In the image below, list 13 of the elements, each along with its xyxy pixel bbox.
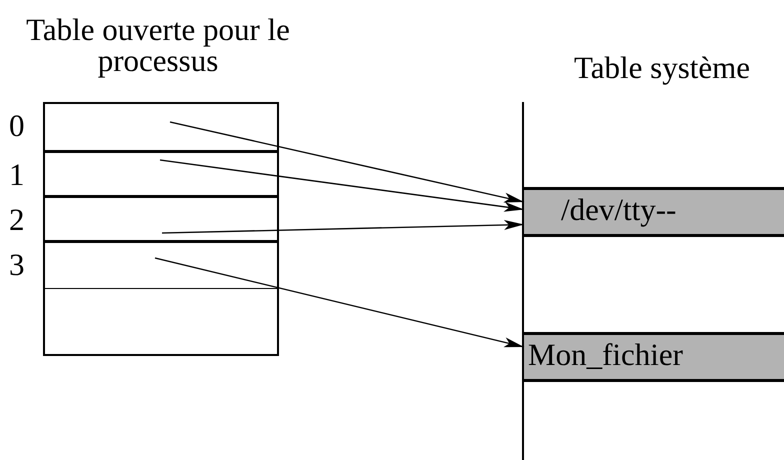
arrow xyxy=(162,220,524,234)
row-index: 3 xyxy=(9,249,24,280)
table-row xyxy=(43,288,279,356)
file-entry: Mon_fichier xyxy=(524,332,784,382)
row-index: 0 xyxy=(9,110,24,141)
table-heading: Table système xyxy=(572,52,752,83)
row-index: 2 xyxy=(9,204,24,235)
row-index: 1 xyxy=(9,159,24,190)
table-heading: Table ouverte pour le processus xyxy=(25,14,291,76)
arrow xyxy=(154,257,524,348)
arrow xyxy=(170,121,524,203)
arrow xyxy=(160,159,524,212)
file-entry: /dev/tty-- xyxy=(524,187,784,237)
